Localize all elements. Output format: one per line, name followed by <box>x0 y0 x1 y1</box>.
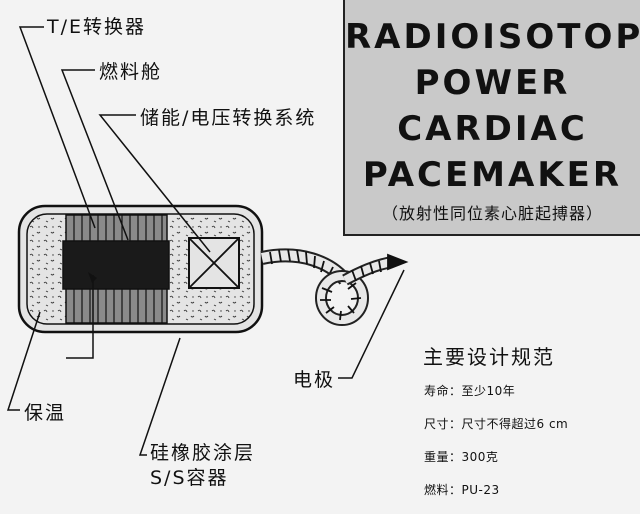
label-insulation: 保温 <box>24 402 67 424</box>
arrowhead <box>88 272 97 283</box>
label-fuel-capsule: 燃料舱 <box>99 61 163 83</box>
leader-lines <box>6 26 405 456</box>
title-subtitle: （放射性同位素心脏起搏器） <box>381 204 603 223</box>
electrode-lead <box>260 248 409 326</box>
label-te-converter: T/E转换器 <box>47 16 147 38</box>
storage-converter-box <box>188 237 240 289</box>
label-storage-system: 储能/电压转换系统 <box>140 107 317 129</box>
spec-item: 尺寸：尺寸不得超过6 cm <box>424 417 569 431</box>
fuel-capsule <box>62 240 170 290</box>
title-line: RADIOISOTOPE <box>345 17 640 57</box>
spec-heading: 主要设计规范 <box>423 345 555 369</box>
spec-item: 重量：300克 <box>424 450 499 464</box>
title-line: POWER <box>414 63 571 103</box>
spec-item: 燃料：PU-23 <box>424 483 500 497</box>
label-coating: 硅橡胶涂层 <box>150 442 256 464</box>
label-container: S/S容器 <box>150 467 229 489</box>
title-line: CARDIAC <box>397 109 588 149</box>
label-electrode: 电极 <box>293 369 336 391</box>
spec-list: 寿命：至少10年 尺寸：尺寸不得超过6 cm 重量：300克 燃料：PU-23 <box>424 382 568 514</box>
title-panel: RADIOISOTOPE POWER CARDIAC PACEMAKER （放射… <box>343 0 640 236</box>
title-line: PACEMAKER <box>362 155 623 195</box>
spec-item: 寿命：至少10年 <box>424 384 516 398</box>
